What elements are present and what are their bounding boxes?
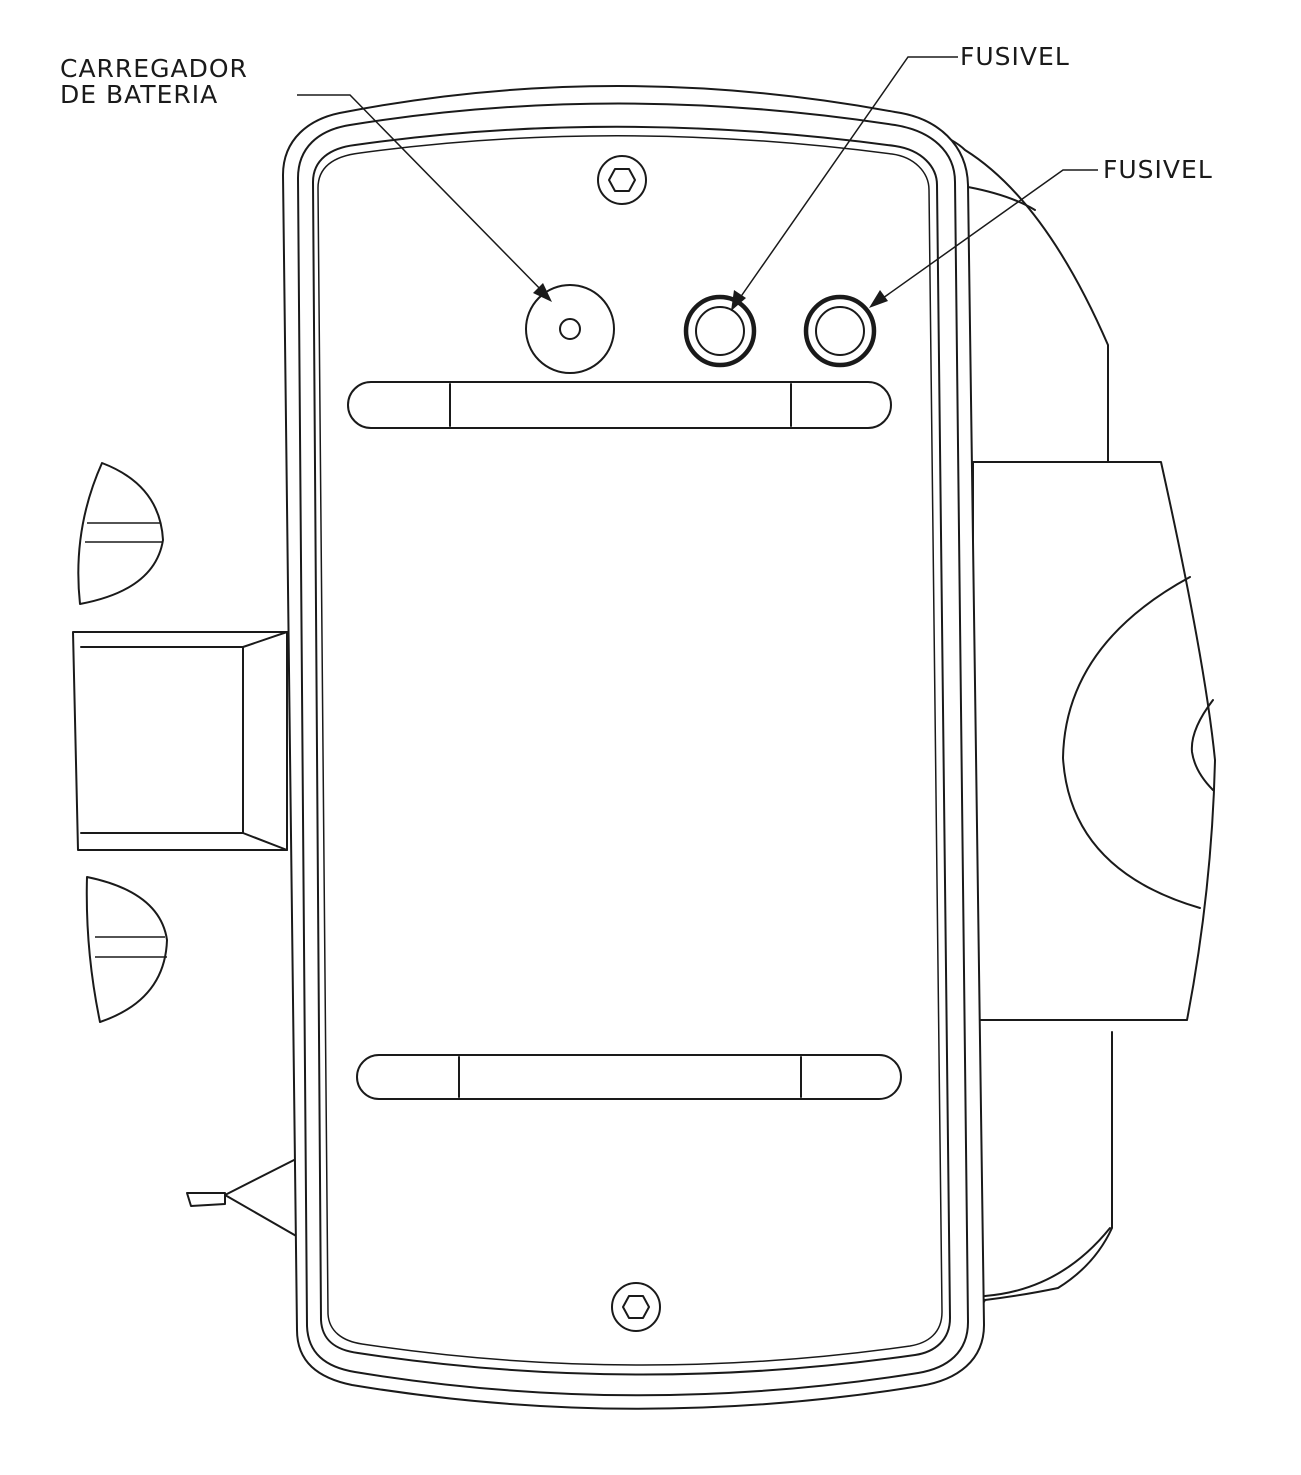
slot-bottom <box>356 1054 902 1100</box>
label-charger-line2: DE BATERIA <box>60 80 218 109</box>
label-charger-line1: CARREGADOR <box>60 54 248 83</box>
hex-screw-icon <box>597 155 647 205</box>
left-knob-bottom <box>85 876 168 1023</box>
left-tab <box>186 1157 299 1238</box>
left-connector <box>72 631 288 851</box>
battery-charger-socket <box>525 284 615 374</box>
label-fuse-top: FUSIVEL <box>960 42 1070 71</box>
top-screw <box>597 155 647 205</box>
fuse-holder-2 <box>803 294 877 368</box>
bottom-screw <box>611 1282 661 1332</box>
label-fuse-right: FUSIVEL <box>1103 155 1213 184</box>
front-panel <box>282 85 985 1410</box>
left-knob-top <box>77 462 164 605</box>
slot-top <box>347 381 892 429</box>
leader-charger <box>297 94 552 302</box>
fuse-holder-1 <box>683 294 757 368</box>
leader-fuse-2 <box>869 169 1098 308</box>
side-block-right <box>972 461 1216 1021</box>
leader-fuse-1 <box>731 56 958 311</box>
hex-screw-icon <box>611 1282 661 1332</box>
